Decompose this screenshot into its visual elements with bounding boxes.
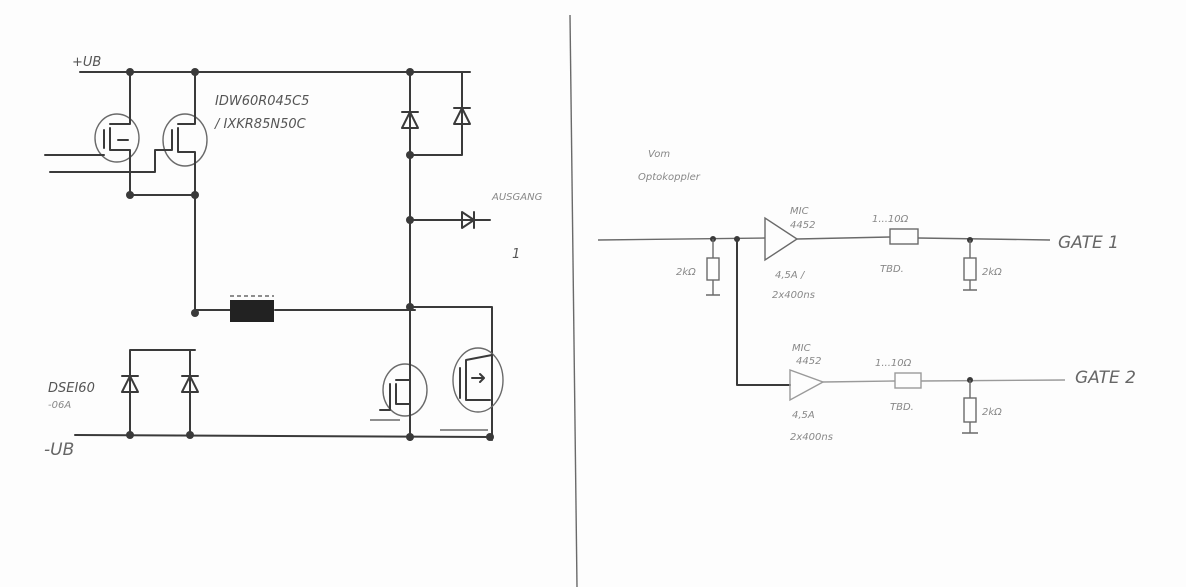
negative-rail xyxy=(74,434,491,438)
mosfet-high-2 xyxy=(49,109,208,311)
gate-resistor-1-label: 1...10Ω xyxy=(872,214,909,225)
driver1-buffer xyxy=(764,216,799,262)
driver1-number: 4452 xyxy=(790,220,815,231)
input-resistor xyxy=(706,257,720,281)
mosfet-low-2 xyxy=(440,347,504,431)
page-divider xyxy=(569,14,578,587)
pulldown-1-label: 2kΩ xyxy=(982,267,1002,278)
gate-resistor-2-label: 1...10Ω xyxy=(875,358,912,369)
gate-resistor-2-note: TBD. xyxy=(890,402,914,413)
pulldown-resistor-1 xyxy=(963,257,977,281)
diode-part-label: DSEI60 xyxy=(48,381,95,396)
gate-resistor-1 xyxy=(889,228,919,245)
driver2-spec-2: 2x400ns xyxy=(790,432,833,443)
diode-icon xyxy=(401,111,419,129)
driver2-name: MIC xyxy=(792,343,811,354)
mosfet-low-1 xyxy=(370,359,428,441)
pulldown-resistor-2 xyxy=(963,397,977,423)
driver2-number: 4452 xyxy=(796,356,821,367)
gate2-label: GATE 2 xyxy=(1075,368,1136,388)
driver2-buffer xyxy=(789,369,825,402)
power-stage: +UB -UB IDW60R045C5 / IXKR85N50C AUSGANG… xyxy=(44,55,543,460)
driver1-spec-2: 2x400ns xyxy=(772,290,815,301)
source-label-2: Optokoppler xyxy=(638,172,701,183)
diode-suffix-label: -06A xyxy=(48,400,71,411)
driver1-name: MIC xyxy=(790,206,809,217)
mosfet-high-1 xyxy=(44,109,140,196)
mosfet-part-label: IDW60R045C5 xyxy=(215,94,309,109)
driver2-spec-1: 4,5A xyxy=(792,410,815,421)
gate-resistor-2 xyxy=(894,372,922,389)
output-number: 1 xyxy=(512,247,520,262)
diode-icon xyxy=(453,107,471,125)
pulldown-2-label: 2kΩ xyxy=(982,407,1002,418)
driver1-spec-1: 4,5A / xyxy=(775,270,806,281)
source-label-1: Vom xyxy=(648,149,670,160)
plus-ub-label: +UB xyxy=(72,55,101,70)
mosfet-alt-label: / IXKR85N50C xyxy=(214,117,307,132)
minus-ub-label: -UB xyxy=(44,440,74,460)
gate1-label: GATE 1 xyxy=(1058,233,1119,253)
inductor-block xyxy=(230,300,274,322)
output-diode xyxy=(409,211,491,229)
gate-driver: Vom Optokoppler 2kΩ MIC 4452 4,5A / 2x40… xyxy=(597,149,1136,443)
input-resistor-label: 2kΩ xyxy=(676,267,696,278)
diode-icon xyxy=(181,375,199,393)
gate-resistor-1-note: TBD. xyxy=(880,264,904,275)
output-label: AUSGANG xyxy=(491,192,543,203)
diode-icon xyxy=(121,375,139,393)
